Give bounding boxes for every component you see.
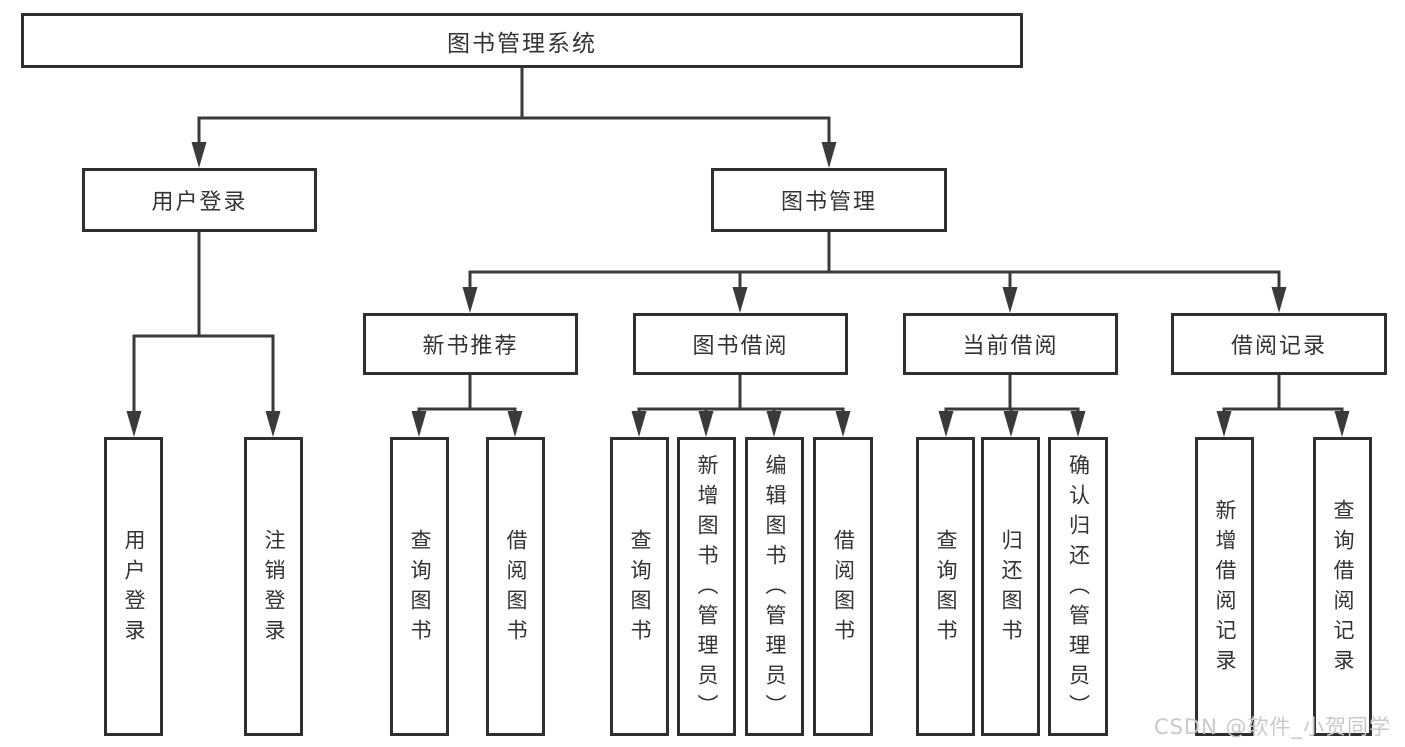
leaf-query-books-borrowing: 查询图书 <box>610 437 669 736</box>
node-new-book-recommendation: 新书推荐 <box>363 313 578 375</box>
leaf-add-book-admin: 新增图书（管理员） <box>677 437 736 736</box>
node-book-management: 图书管理 <box>711 168 947 232</box>
leaf-confirm-return-admin: 确认归还（管理员） <box>1048 437 1108 736</box>
node-current-borrowing: 当前借阅 <box>903 313 1118 375</box>
leaf-return-book: 归还图书 <box>981 437 1040 736</box>
leaf-query-books-recommend: 查询图书 <box>390 437 449 736</box>
node-borrowing-records: 借阅记录 <box>1171 313 1387 375</box>
node-book-borrowing: 图书借阅 <box>633 313 848 375</box>
leaf-user-login: 用户登录 <box>104 437 163 736</box>
leaf-edit-book-admin: 编辑图书（管理员） <box>745 437 804 736</box>
leaf-query-books-current: 查询图书 <box>916 437 975 736</box>
node-user-login: 用户登录 <box>82 168 317 232</box>
node-library-management-system: 图书管理系统 <box>21 13 1023 68</box>
leaf-borrow-books-recommend: 借阅图书 <box>486 437 545 736</box>
leaf-borrow-books-borrowing: 借阅图书 <box>813 437 873 736</box>
csdn-watermark: CSDN @软件_小贺同学 <box>1153 715 1391 739</box>
leaf-logout: 注销登录 <box>244 437 303 736</box>
leaf-add-borrow-record: 新增借阅记录 <box>1195 437 1254 736</box>
leaf-query-borrow-record: 查询借阅记录 <box>1313 437 1372 736</box>
